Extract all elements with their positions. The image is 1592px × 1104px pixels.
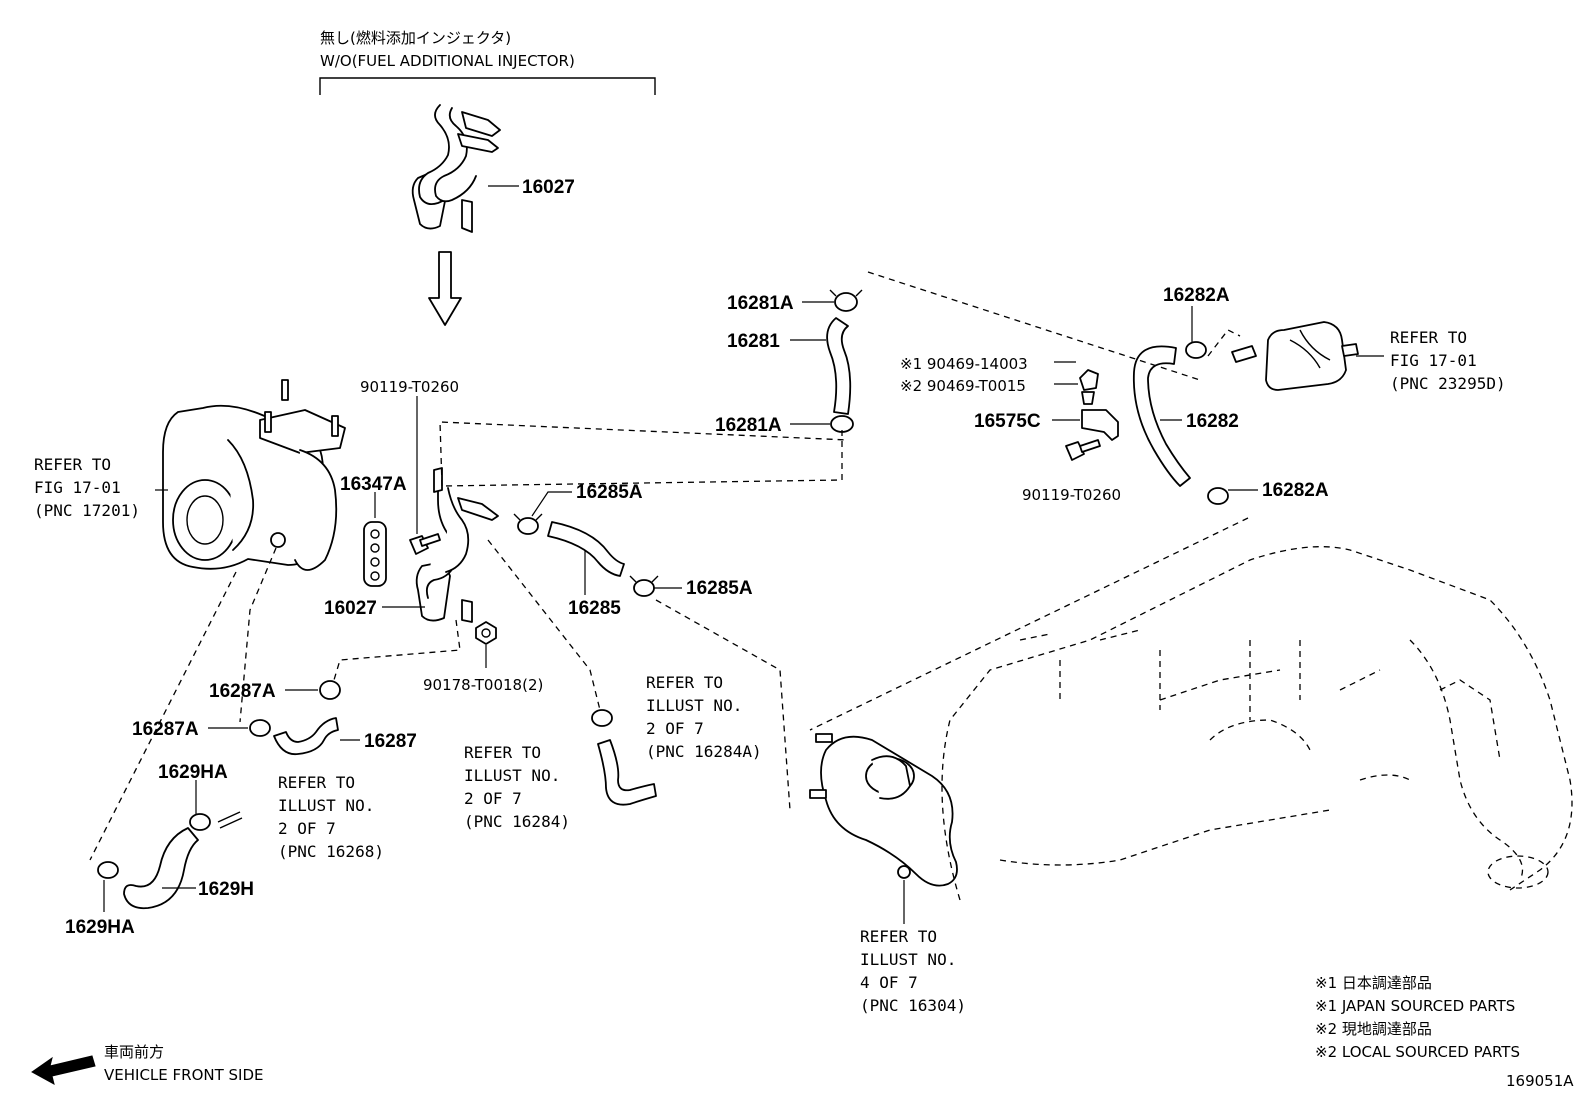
hollow-down-arrow-icon [428, 251, 462, 326]
legend-line-4: ※2 LOCAL SOURCED PARTS [1315, 1043, 1520, 1061]
label-16027-top: 16027 [522, 177, 575, 198]
connection-lines [89, 271, 1249, 861]
svg-text:REFER TO: REFER TO [1390, 328, 1467, 347]
ref-fig-23295d: REFER TO FIG 17-01 (PNC 23295D) [1390, 328, 1506, 393]
label-16287a-top: 16287A [209, 681, 276, 702]
legend-line-2: ※1 JAPAN SOURCED PARTS [1315, 997, 1515, 1015]
ref-illust-16304: REFER TO ILLUST NO. 4 OF 7 (PNC 16304) [860, 927, 966, 1015]
svg-text:4 OF 7: 4 OF 7 [860, 973, 918, 992]
svg-text:(PNC 16284): (PNC 16284) [464, 812, 570, 831]
label-16285a-bottom: 16285A [686, 578, 753, 599]
svg-text:REFER TO: REFER TO [860, 927, 937, 946]
svg-text:ILLUST NO.: ILLUST NO. [464, 766, 560, 785]
legend-line-3: ※2 現地調達部品 [1315, 1020, 1432, 1038]
svg-text:REFER TO: REFER TO [646, 673, 723, 692]
label-1629ha-top: 1629HA [158, 762, 228, 783]
water-outlet-illustration [809, 733, 958, 887]
svg-text:2 OF 7: 2 OF 7 [646, 719, 704, 738]
label-16281a-top: 16281A [727, 293, 794, 314]
clip-1629ha-bottom-illustration [97, 861, 119, 879]
svg-text:REFER TO: REFER TO [278, 773, 355, 792]
variant-label-jp: 無し(燃料添加インジェクタ) [320, 29, 511, 47]
clip-16285a-top-illustration [513, 513, 543, 535]
clip-16282a-bottom-illustration [1207, 487, 1229, 505]
label-90119-left: 90119-T0260 [360, 378, 459, 396]
label-90119-right: 90119-T0260 [1022, 486, 1121, 504]
variant-bracket [319, 77, 656, 95]
hose-16284-illustration [591, 709, 657, 806]
clamp-90469-illustration [1079, 369, 1099, 405]
solid-left-arrow-icon [31, 1055, 96, 1085]
svg-text:(PNC 16304): (PNC 16304) [860, 996, 966, 1015]
hose-16287-illustration [273, 717, 339, 756]
svg-text:(PNC 16268): (PNC 16268) [278, 842, 384, 861]
label-1629ha-bottom: 1629HA [65, 917, 135, 938]
hose-16282-illustration [1132, 345, 1191, 487]
label-16281a-bottom: 16281A [715, 415, 782, 436]
label-16575c: 16575C [974, 411, 1041, 432]
svg-text:(PNC 16284A): (PNC 16284A) [646, 742, 762, 761]
front-label-en: VEHICLE FRONT SIDE [104, 1066, 264, 1084]
bolt-90119-right-illustration [1065, 439, 1101, 461]
svg-text:REFER TO: REFER TO [464, 743, 541, 762]
hose-16281-illustration [826, 317, 852, 415]
svg-text:FIG 17-01: FIG 17-01 [1390, 351, 1477, 370]
svg-text:2 OF 7: 2 OF 7 [278, 819, 336, 838]
clip-16287a-bottom-illustration [249, 719, 271, 737]
label-16287a-bottom: 16287A [132, 719, 199, 740]
label-16281: 16281 [727, 331, 780, 352]
clip-16281a-top-illustration [829, 289, 863, 312]
bracket-16575c-illustration [1081, 409, 1119, 441]
svg-text:(PNC 23295D): (PNC 23295D) [1390, 374, 1506, 393]
svg-text:FIG 17-01: FIG 17-01 [34, 478, 121, 497]
ref-fig-17201: REFER TO FIG 17-01 (PNC 17201) [34, 455, 140, 520]
valve-23295d-illustration [1231, 321, 1359, 391]
legend-line-1: ※1 日本調達部品 [1315, 974, 1432, 992]
svg-text:2 OF 7: 2 OF 7 [464, 789, 522, 808]
label-16287: 16287 [364, 731, 417, 752]
clip-16285a-bottom-illustration [629, 575, 659, 597]
label-1629h: 1629H [198, 879, 254, 900]
turbocharger-illustration [162, 379, 346, 571]
label-16285: 16285 [568, 598, 621, 619]
clip-16282a-top-illustration [1185, 341, 1207, 359]
hose-1629h-illustration [123, 827, 199, 910]
label-16282: 16282 [1186, 411, 1239, 432]
variant-label-en: W/O(FUEL ADDITIONAL INJECTOR) [320, 52, 575, 70]
ref-illust-16268: REFER TO ILLUST NO. 2 OF 7 (PNC 16268) [278, 773, 384, 861]
sourcing-legend: ※1 日本調達部品 ※1 JAPAN SOURCED PARTS ※2 現地調達… [1315, 974, 1520, 1061]
svg-text:(PNC 17201): (PNC 17201) [34, 501, 140, 520]
label-16282a-top: 16282A [1163, 285, 1230, 306]
ref-illust-16284a: REFER TO ILLUST NO. 2 OF 7 (PNC 16284A) [646, 673, 762, 761]
diagram-id: 169051A [1506, 1072, 1574, 1090]
svg-text:ILLUST NO.: ILLUST NO. [860, 950, 956, 969]
clip-1629ha-top-illustration [189, 813, 211, 831]
nut-90178-illustration [475, 621, 497, 645]
leader-16285a-top [531, 491, 572, 517]
clip-16287a-top-illustration [319, 680, 341, 700]
front-label-jp: 車両前方 [104, 1043, 164, 1061]
clip-16281a-bottom-illustration [830, 415, 854, 433]
label-90469-14003: ※1 90469-14003 [900, 355, 1028, 373]
pipe-16027-lower-illustration [415, 467, 499, 623]
svg-text:ILLUST NO.: ILLUST NO. [278, 796, 374, 815]
label-16282a-bottom: 16282A [1262, 480, 1329, 501]
hose-16285-illustration [547, 521, 625, 577]
label-16347a: 16347A [340, 474, 407, 495]
bolt-90119-left-illustration [409, 533, 441, 555]
label-16027-bottom: 16027 [324, 598, 377, 619]
engine-block-illustration [941, 546, 1573, 901]
svg-text:REFER TO: REFER TO [34, 455, 111, 474]
svg-text:ILLUST NO.: ILLUST NO. [646, 696, 742, 715]
label-90178: 90178-T0018(2) [423, 676, 543, 694]
gasket-16347a-illustration [363, 521, 387, 587]
label-16285a-top: 16285A [576, 482, 643, 503]
label-90469-t0015: ※2 90469-T0015 [900, 377, 1026, 395]
ref-illust-16284: REFER TO ILLUST NO. 2 OF 7 (PNC 16284) [464, 743, 570, 831]
pipe-16027-top-illustration [411, 104, 501, 233]
pipe-stub-illustration [217, 811, 243, 829]
